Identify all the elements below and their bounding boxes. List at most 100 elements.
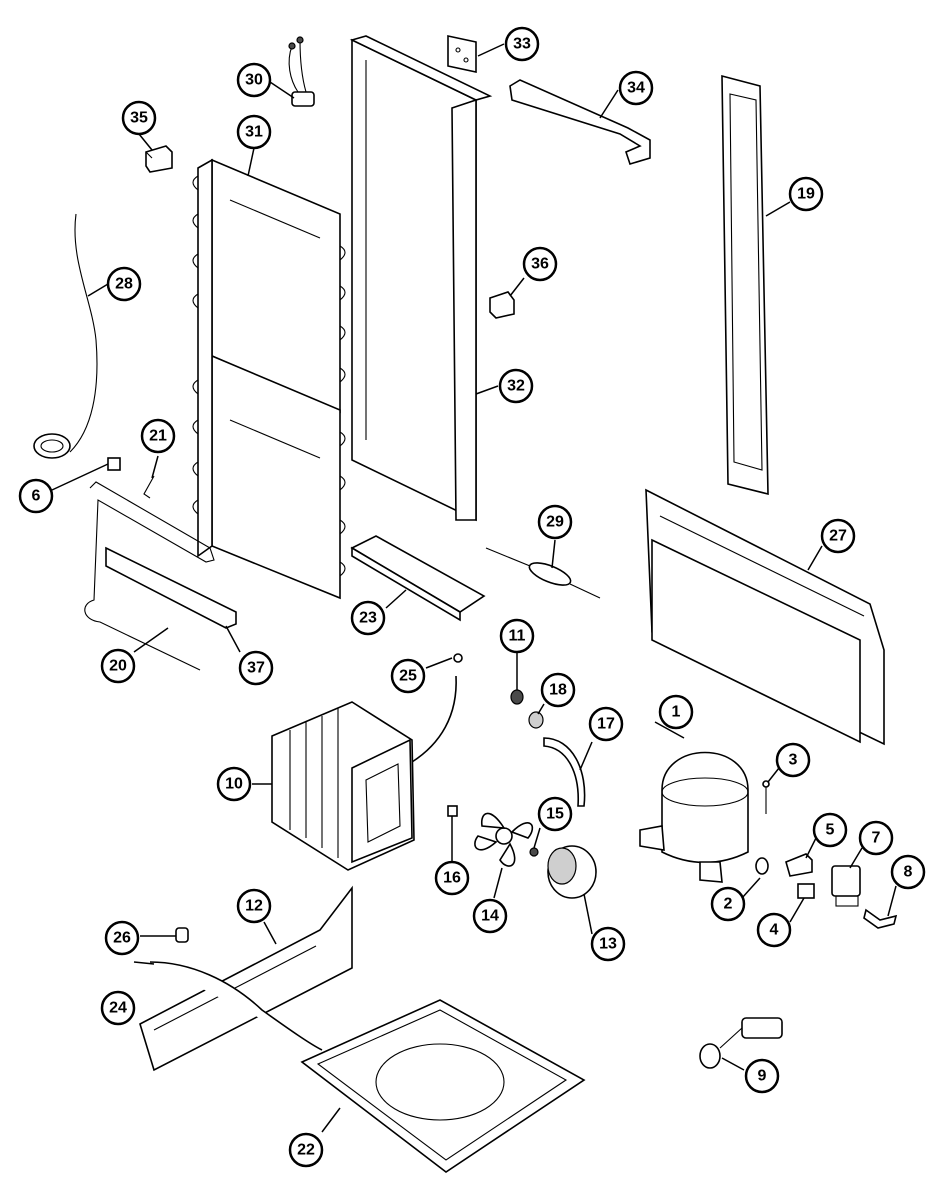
callout-5: 5 — [812, 812, 848, 848]
svg-text:2: 2 — [724, 896, 733, 913]
part-15-nut — [529, 847, 539, 857]
part-5-cover — [785, 853, 813, 877]
callout-29: 29 — [537, 504, 573, 540]
svg-text:8: 8 — [904, 864, 913, 881]
part-32-duct-panel — [349, 35, 493, 522]
part-26-clamp — [175, 927, 189, 943]
callout-27: 27 — [820, 518, 856, 554]
part-2-grommet — [755, 857, 769, 875]
callout-8: 8 — [890, 854, 926, 890]
svg-text:31: 31 — [245, 124, 263, 141]
svg-text:3: 3 — [789, 752, 798, 769]
svg-text:7: 7 — [872, 830, 881, 847]
leader-lines — [51, 43, 897, 1133]
callout-36: 36 — [522, 246, 558, 282]
svg-text:11: 11 — [509, 628, 526, 645]
callout-12: 12 — [236, 888, 272, 924]
svg-text:22: 22 — [297, 1142, 315, 1159]
part-16-nut — [447, 805, 458, 817]
svg-text:37: 37 — [247, 660, 265, 677]
part-19-strip — [721, 74, 769, 496]
callout-18: 18 — [540, 672, 576, 708]
part-25-tube — [411, 653, 463, 763]
svg-text:35: 35 — [130, 110, 148, 127]
part-30-plug — [288, 36, 315, 107]
svg-text:33: 33 — [513, 36, 531, 53]
svg-text:10: 10 — [225, 776, 243, 793]
callout-19: 19 — [788, 176, 824, 212]
callout-20: 20 — [100, 648, 136, 684]
callout-22: 22 — [288, 1132, 324, 1168]
svg-text:15: 15 — [546, 806, 564, 823]
callout-6: 6 — [18, 478, 54, 514]
part-37-tray — [105, 546, 237, 629]
part-29-drier — [485, 547, 601, 599]
svg-text:30: 30 — [245, 72, 263, 89]
svg-text:12: 12 — [245, 898, 263, 915]
callout-37: 37 — [238, 650, 274, 686]
svg-text:36: 36 — [531, 256, 549, 273]
part-31-evaporator — [192, 158, 346, 600]
callout-28: 28 — [106, 266, 142, 302]
callout-26: 26 — [104, 920, 140, 956]
svg-text:1: 1 — [672, 704, 681, 721]
part-11-grommet — [510, 689, 524, 705]
svg-text:14: 14 — [481, 908, 499, 925]
part-17-bracket — [543, 737, 586, 807]
part-27-panel — [645, 488, 885, 746]
callout-17: 17 — [588, 706, 624, 742]
svg-text:6: 6 — [32, 488, 41, 505]
callout-31: 31 — [236, 114, 272, 150]
callout-16: 16 — [434, 860, 470, 896]
callout-21: 21 — [140, 418, 176, 454]
part-36-clip — [489, 291, 515, 319]
callout-13: 13 — [590, 926, 626, 962]
part-33-bracket — [447, 35, 477, 73]
callout-3: 3 — [775, 742, 811, 778]
svg-text:13: 13 — [599, 936, 617, 953]
svg-text:9: 9 — [758, 1068, 767, 1085]
callout-32: 32 — [498, 368, 534, 404]
svg-text:17: 17 — [597, 716, 615, 733]
svg-text:29: 29 — [546, 514, 564, 531]
callout-25: 25 — [390, 658, 426, 694]
part-34-bar — [509, 79, 651, 165]
part-35-block — [145, 145, 173, 173]
callout-11: 11 — [499, 618, 535, 654]
svg-text:25: 25 — [399, 668, 417, 685]
callout-24: 24 — [100, 990, 136, 1026]
svg-text:5: 5 — [826, 822, 835, 839]
part-21-wire — [143, 475, 155, 499]
callout-2: 2 — [710, 886, 746, 922]
svg-text:24: 24 — [109, 1000, 127, 1017]
part-13-motor — [547, 845, 597, 899]
callout-15: 15 — [537, 796, 573, 832]
callout-23: 23 — [350, 600, 386, 636]
svg-text:16: 16 — [443, 870, 461, 887]
svg-text:4: 4 — [770, 922, 779, 939]
callout-30: 30 — [236, 62, 272, 98]
callout-10: 10 — [216, 766, 252, 802]
part-8-clip — [863, 908, 898, 929]
svg-text:23: 23 — [359, 610, 377, 627]
part-6-clip — [107, 457, 121, 471]
part-20-heater — [84, 481, 215, 671]
svg-text:21: 21 — [149, 428, 167, 445]
callout-1: 1 — [658, 694, 694, 730]
svg-text:34: 34 — [627, 80, 645, 97]
callout-14: 14 — [472, 898, 508, 934]
svg-text:27: 27 — [829, 528, 847, 545]
callout-33: 33 — [504, 26, 540, 62]
svg-text:20: 20 — [109, 658, 127, 675]
part-22-drain-pan — [300, 999, 586, 1173]
part-3-pin — [762, 780, 770, 814]
part-14-fan-blade — [474, 812, 534, 867]
callout-7: 7 — [858, 820, 894, 856]
part-10-condenser — [271, 701, 415, 871]
part-4-relay — [797, 883, 815, 899]
part-1-compressor — [639, 751, 749, 883]
svg-text:18: 18 — [549, 682, 567, 699]
part-23-pan — [350, 535, 486, 622]
svg-text:32: 32 — [507, 378, 525, 395]
